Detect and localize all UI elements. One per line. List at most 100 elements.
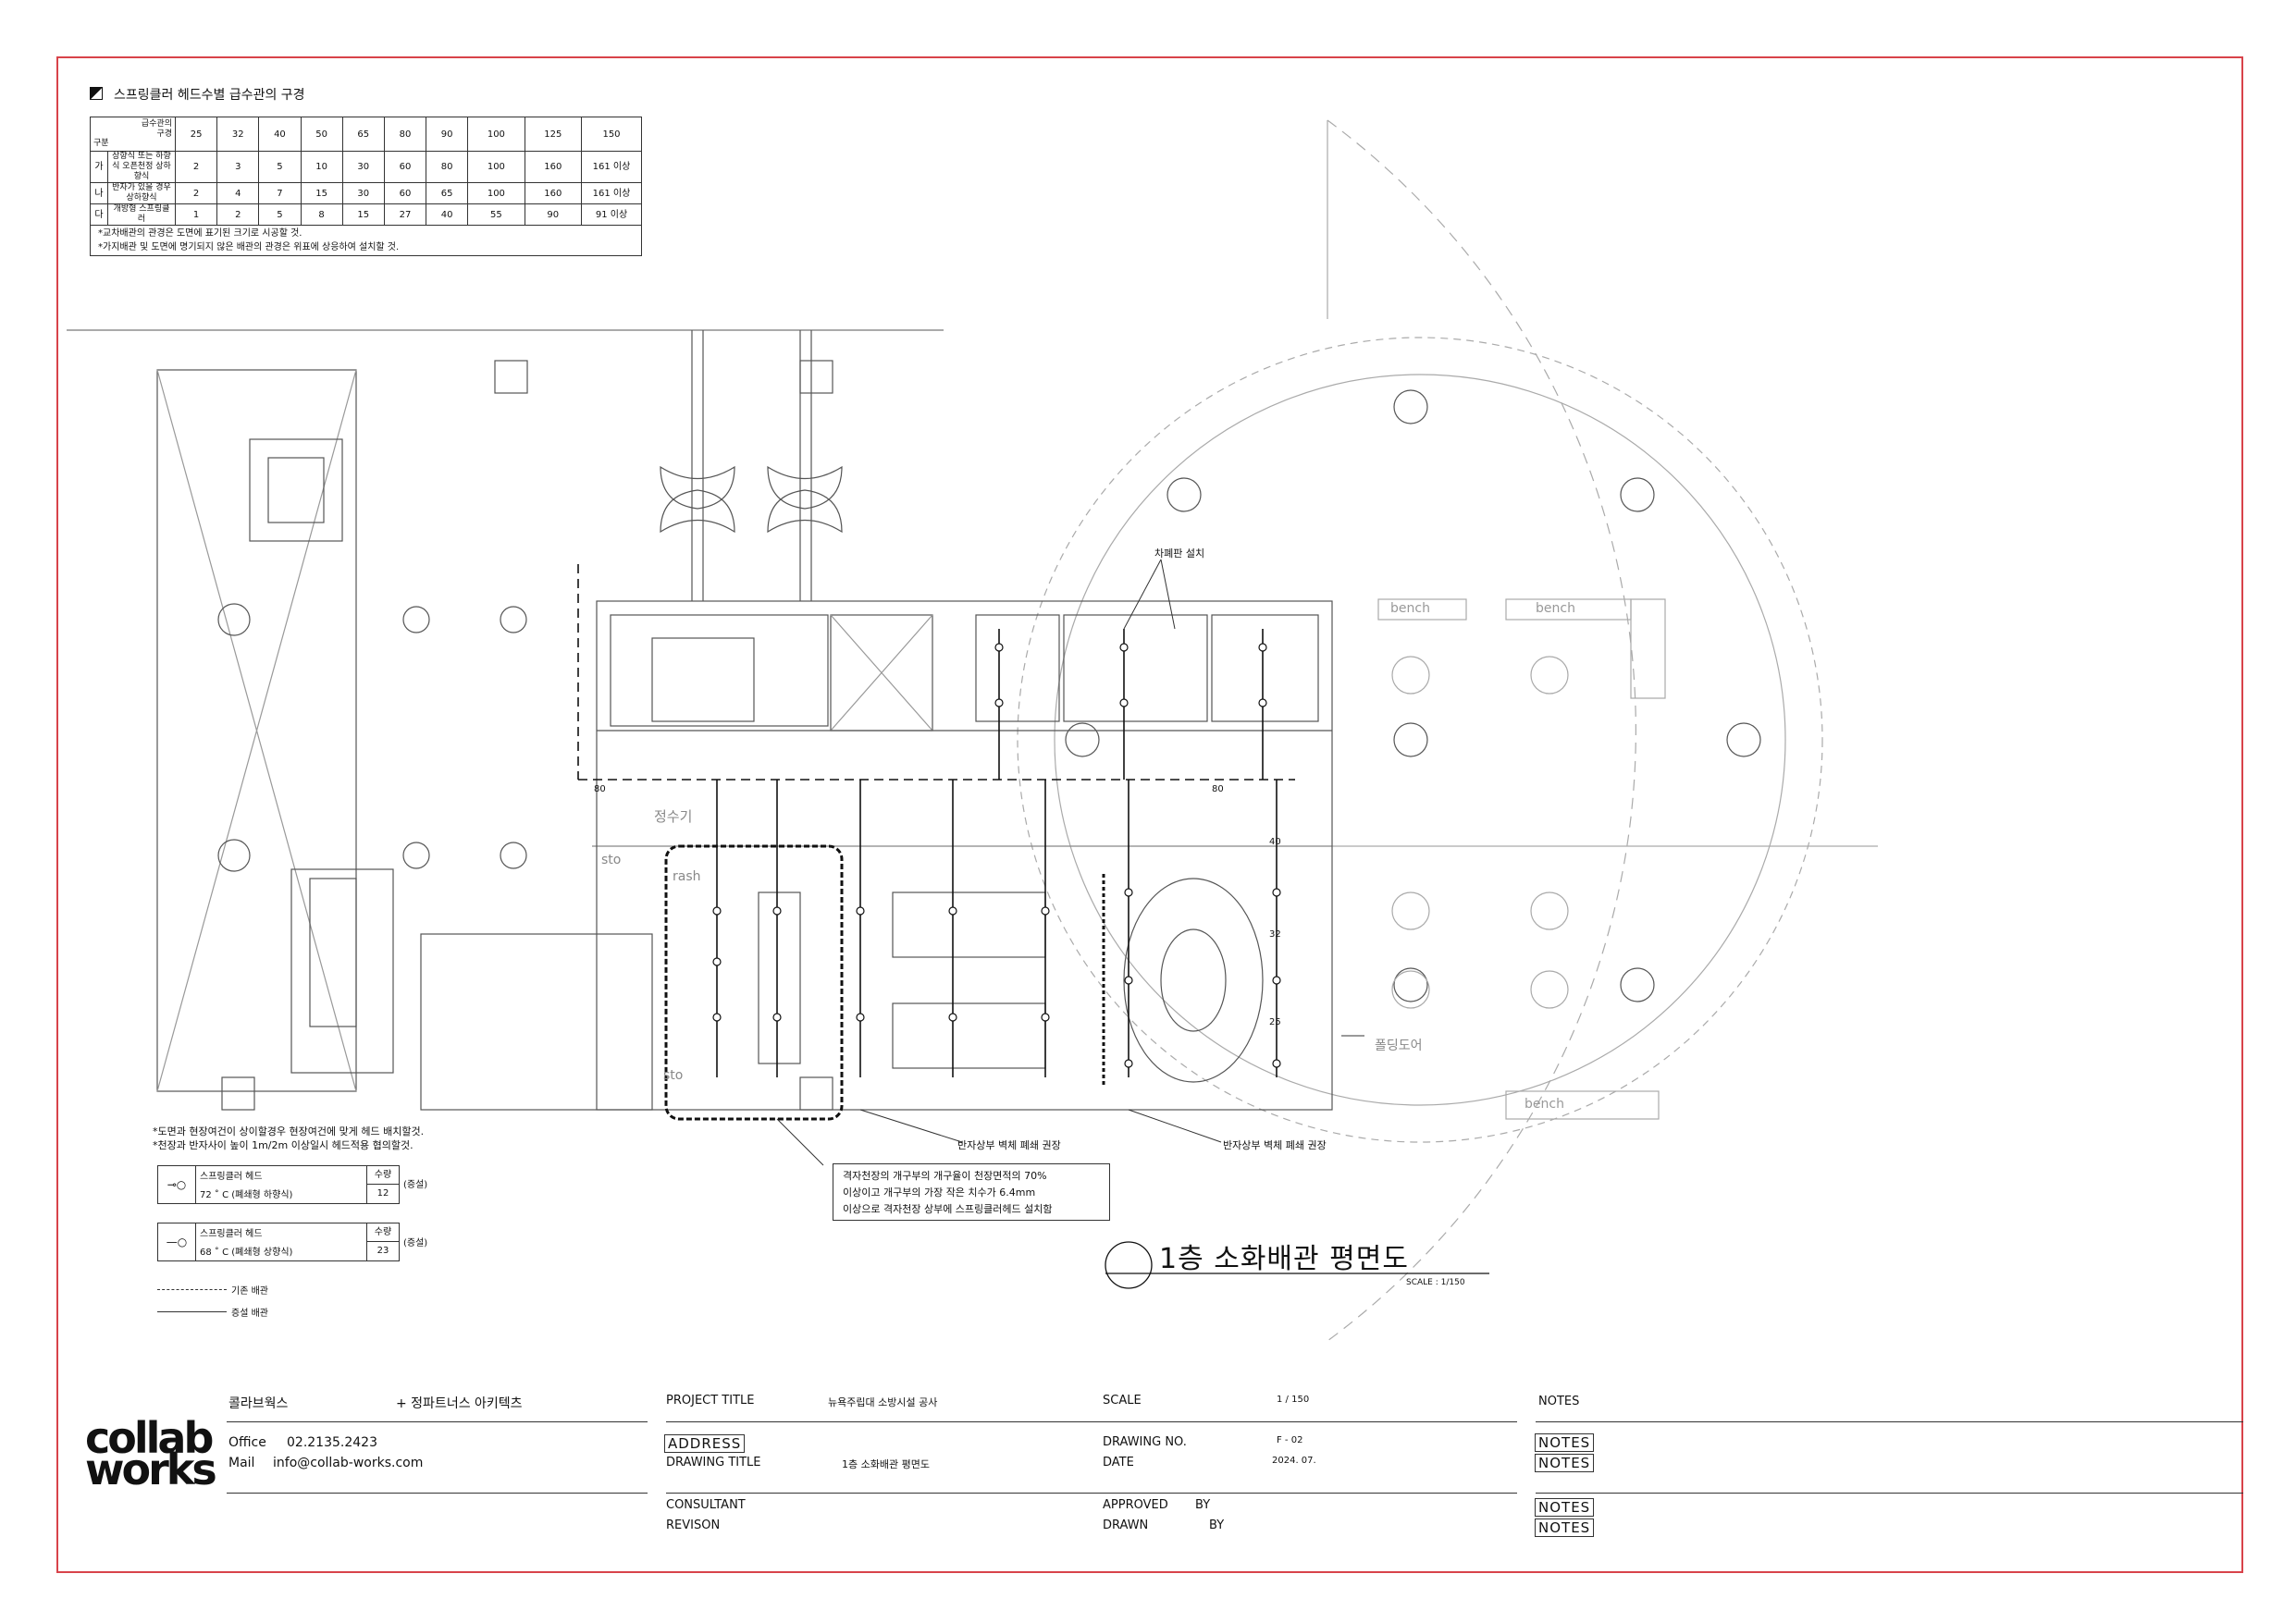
storage-label: sto: [601, 853, 622, 867]
sprinkler-head: [856, 906, 865, 916]
column-round: [1620, 967, 1655, 1002]
bench: [1377, 598, 1467, 621]
project-title-label: PROJECT TITLE: [666, 1394, 755, 1408]
table-row: 나 반자가 있을 경우 상하향식 2 4 7 15 30 60 65 100 1…: [90, 182, 642, 204]
column-round: [217, 839, 251, 872]
row-label: 반자가 있을 경우 상하향식: [107, 182, 176, 204]
tb-rule: [1536, 1421, 2243, 1422]
size-cell: 90: [426, 117, 469, 152]
restroom-block: [420, 933, 653, 1111]
stair-core-flight: [651, 637, 755, 722]
column-square: [799, 360, 833, 394]
drawn-by-label: BY: [1209, 1518, 1225, 1532]
value-cell: 100: [467, 151, 525, 183]
table-group: [892, 891, 1046, 958]
note-line: 이상으로 격자천장 상부에 스프링클러헤드 설치함: [843, 1203, 1053, 1215]
seating-table: [1391, 970, 1430, 1009]
column-round: [1393, 967, 1428, 1002]
room-small: [975, 614, 1060, 722]
sprinkler-head: [1041, 906, 1050, 916]
sprinkler-head: [1272, 976, 1281, 985]
sprinkler-head: [994, 698, 1004, 707]
notes-box: NOTES: [1535, 1498, 1595, 1517]
table-corner-cell: 급수관의 구경 구분: [90, 117, 176, 152]
room-small: [1211, 614, 1319, 722]
value-cell: 100: [467, 182, 525, 204]
sprinkler-head: [1119, 698, 1129, 707]
tb-rule: [666, 1493, 1517, 1494]
legend-tag: (증설): [403, 1180, 428, 1190]
oval-booth-inner: [1160, 928, 1227, 1032]
leader-line: [1123, 559, 1162, 630]
plaza-arc: [1327, 119, 1636, 1342]
column-square: [799, 1076, 833, 1111]
drawing-no-label: DRAWING NO.: [1103, 1435, 1187, 1449]
logo-line: collab: [85, 1413, 214, 1463]
water-purifier-label: 정수기: [654, 808, 693, 825]
tb-rule: [227, 1421, 648, 1422]
header-top-label: 급수관의 구경: [141, 119, 172, 139]
sprinkler-up-icon: —○: [158, 1223, 196, 1260]
value-cell: 27: [383, 203, 427, 226]
new-pipe-label: 증설 배관: [231, 1309, 268, 1319]
legend-qty-label: 수량: [367, 1223, 399, 1242]
company-logo: collab works: [85, 1413, 217, 1491]
column-round: [1393, 722, 1428, 757]
approved-by-label: BY: [1195, 1498, 1211, 1512]
revision-label: REVISON: [666, 1518, 721, 1532]
legend-name: 스프링클러 헤드: [200, 1172, 263, 1182]
drawing-title: 1층 소화배관 평면도: [1159, 1243, 1409, 1275]
column-round: [500, 842, 527, 869]
sprinkler-head: [994, 643, 1004, 652]
project-title: 뉴욕주립대 소방시설 공사: [828, 1396, 938, 1408]
notes-header: NOTES: [1538, 1395, 1580, 1408]
mail-label: Mail: [228, 1456, 255, 1470]
title-bubble: [1105, 1241, 1153, 1289]
seating-table: [1391, 656, 1430, 695]
bench: [1505, 1090, 1660, 1120]
site-note: *천장과 반자사이 높이 1m/2m 이상일시 헤드적용 협의할것.: [153, 1139, 414, 1151]
stair-left-flight: [309, 878, 357, 1027]
seating-table: [1530, 970, 1569, 1009]
column-round: [402, 606, 430, 633]
legend-name: 스프링클러 헤드: [200, 1229, 263, 1239]
leader-line: [859, 1109, 963, 1143]
wall-closure-note: 반자상부 벽체 폐쇄 권장: [1223, 1139, 1327, 1151]
scale-field-label: SCALE: [1103, 1394, 1142, 1408]
note-line: 격자천장의 개구부의 개구율이 천장면적의 70%: [843, 1170, 1047, 1182]
trash-label: rash: [673, 869, 701, 884]
wall-closure-note: 반자상부 벽체 폐쇄 권장: [957, 1139, 1061, 1151]
sprinkler-head: [1124, 888, 1133, 897]
bench-label: bench: [1536, 601, 1575, 616]
pipe-size-label: 80: [1212, 784, 1224, 794]
notes-box: NOTES: [1535, 1518, 1595, 1537]
legend-head2: —○ 스프링클러 헤드 68 ˚ C (폐쇄형 상향식) 수량 23: [157, 1223, 400, 1261]
table-row: 가 상향식 또는 하향식 오픈천정 상하향식 2 3 5 10 30 60 80…: [90, 151, 642, 183]
sprinkler-head: [948, 1013, 957, 1022]
site-note: *도면과 현장여건이 상이할경우 현장여건에 맞게 헤드 배치할것.: [153, 1125, 425, 1137]
approved-label: APPROVED: [1103, 1498, 1168, 1512]
legend-qty-cell: 수량 12: [366, 1166, 399, 1203]
seating-table: [1391, 891, 1430, 930]
drawing-no-value: F - 02: [1277, 1435, 1303, 1445]
pipe-size-label: 40: [1269, 837, 1281, 847]
bench-return: [1630, 598, 1666, 699]
table-title-text: 스프링클러 헤드수별 급수관의 구경: [114, 88, 305, 103]
value-cell: 30: [341, 151, 385, 183]
seating-table: [1530, 891, 1569, 930]
column-round: [1065, 722, 1100, 757]
notes-box: NOTES: [1535, 1454, 1595, 1472]
value-cell: 55: [467, 203, 525, 226]
long-table: [758, 891, 801, 1064]
column-round: [1167, 477, 1202, 512]
size-cell: 25: [174, 117, 218, 152]
sprinkler-head: [1272, 1059, 1281, 1068]
drawn-label: DRAWN: [1103, 1518, 1149, 1532]
consultant-label: CONSULTANT: [666, 1498, 746, 1512]
mail-address[interactable]: info@collab-works.com: [273, 1456, 424, 1470]
pipe-size-label: 25: [1269, 1017, 1281, 1027]
legend-head1: ⊸○ 스프링클러 헤드 72 ˚ C (폐쇄형 하향식) 수량 12: [157, 1165, 400, 1204]
sprinkler-head: [712, 906, 722, 916]
sprinkler-head: [1124, 1059, 1133, 1068]
